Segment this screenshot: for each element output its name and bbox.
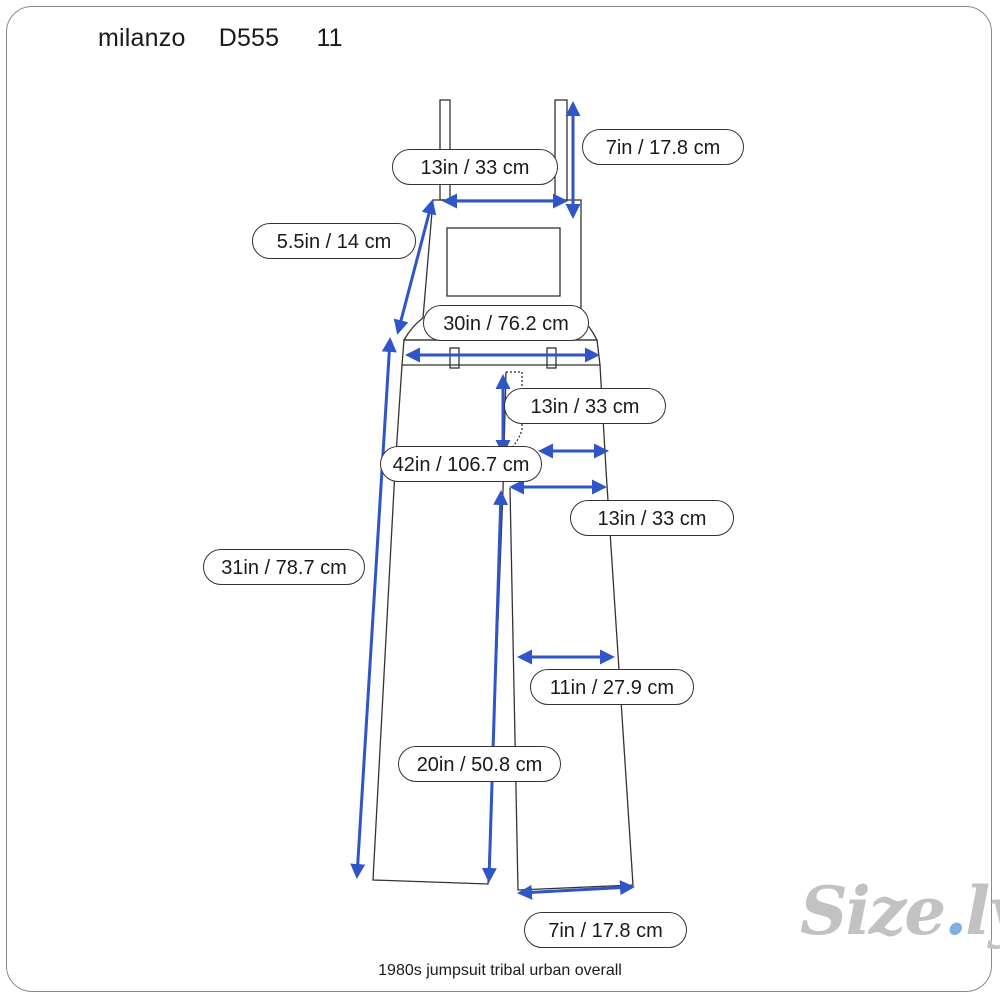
strap-drop-label: 7in / 17.8 cm xyxy=(582,129,744,165)
bib-height-label: 5.5in / 14 cm xyxy=(252,223,416,259)
measurement-arrows xyxy=(350,101,635,900)
item-size: 11 xyxy=(316,24,343,52)
item-caption: 1980s jumpsuit tribal urban overall xyxy=(378,962,622,979)
logo-dot: . xyxy=(944,872,967,950)
bib-pocket xyxy=(446,227,561,297)
right-strap xyxy=(554,99,568,201)
item-code: D555 xyxy=(218,24,280,52)
inseam-label: 20in / 50.8 cm xyxy=(398,746,561,782)
brand-name: milanzo xyxy=(98,24,186,52)
bib-height-arrow xyxy=(393,199,437,335)
logo-text: Size xyxy=(800,872,946,950)
outseam-arrow xyxy=(350,337,397,879)
leg-opening-label: 7in / 17.8 cm xyxy=(524,912,687,948)
leg-opening-arrow xyxy=(517,880,635,900)
right-leg xyxy=(509,364,634,891)
logo-tail: ly xyxy=(965,872,1000,950)
item-header: milanzo D555 11 xyxy=(98,24,343,53)
sizely-logo: Size.ly xyxy=(800,872,1000,950)
left-leg xyxy=(372,364,507,885)
fly-stitch xyxy=(506,371,523,451)
hip-label: 42in / 106.7 cm xyxy=(380,446,542,482)
outseam-label: 31in / 78.7 cm xyxy=(203,549,365,585)
bib-width-label: 13in / 33 cm xyxy=(392,149,558,185)
thigh-label: 13in / 33 cm xyxy=(570,500,734,536)
knee-label: 11in / 27.9 cm xyxy=(530,669,694,705)
waist-label: 30in / 76.2 cm xyxy=(423,305,589,341)
front-rise-label: 13in / 33 cm xyxy=(504,388,666,424)
inseam-arrow xyxy=(481,490,509,883)
waistband xyxy=(401,339,601,366)
